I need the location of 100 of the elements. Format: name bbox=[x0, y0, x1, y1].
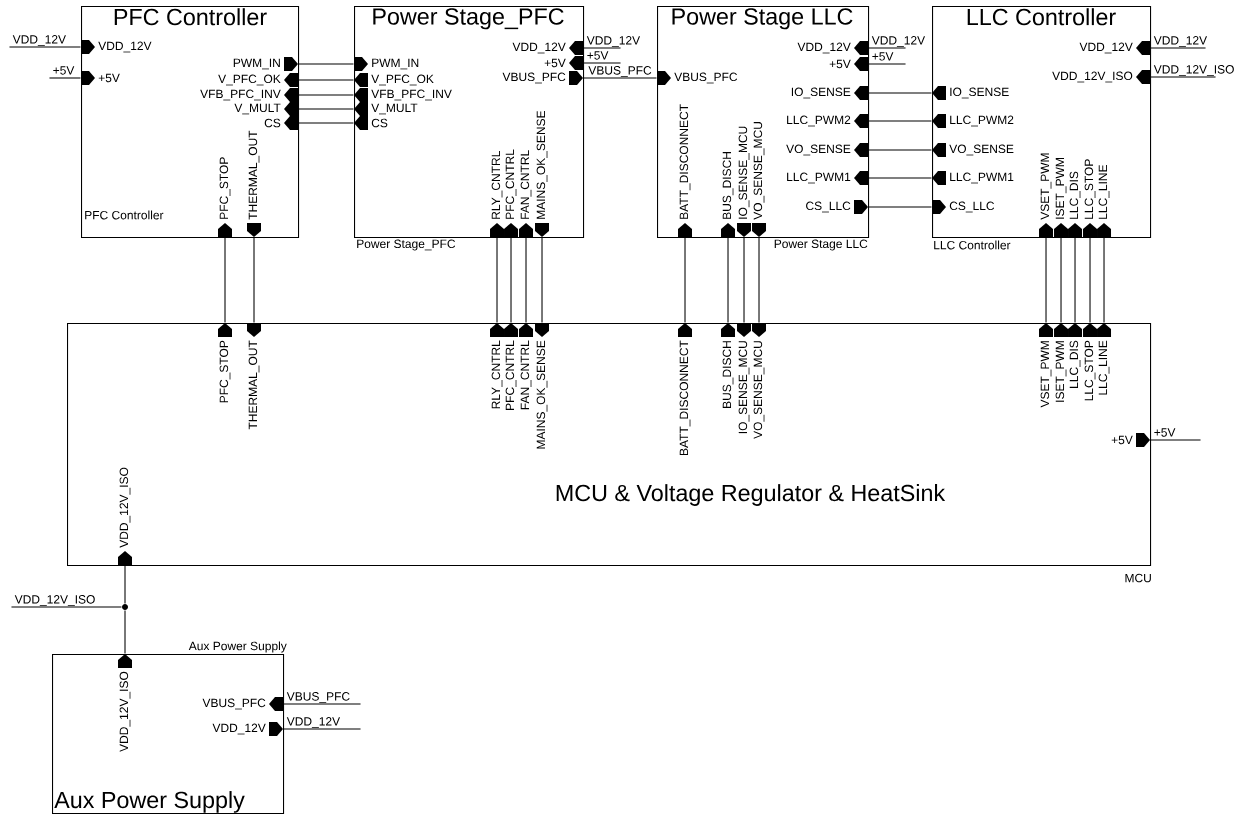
wire bbox=[10, 606, 122, 608]
node-label: CS bbox=[264, 118, 281, 128]
node-label: VFB_PFC_INV bbox=[200, 89, 281, 101]
wire bbox=[868, 206, 932, 208]
node-label: FAN_CNTRL bbox=[520, 150, 532, 219]
node-label: IO_SENSE bbox=[950, 87, 1009, 99]
port: +5V bbox=[1111, 433, 1150, 447]
net-label: VDD_12V bbox=[12, 35, 66, 46]
node-label: IO_SENSE_MCU bbox=[738, 341, 750, 434]
port: LLC_STOP bbox=[1083, 323, 1097, 401]
wire bbox=[583, 62, 622, 64]
wire bbox=[1089, 237, 1091, 323]
node-label: THERMAL_OUT bbox=[248, 130, 260, 220]
wire bbox=[253, 237, 255, 323]
wire bbox=[525, 237, 527, 323]
port: PFC_CNTRL bbox=[504, 323, 518, 410]
wire bbox=[298, 122, 354, 124]
net-label: VDD_12V_ISO bbox=[14, 595, 95, 606]
port: VFB_PFC_INV bbox=[200, 88, 298, 102]
node-label: V_MULT bbox=[234, 103, 281, 115]
node-label: RLY_CNTRL bbox=[491, 151, 503, 219]
port: +5V bbox=[81, 71, 120, 85]
port: IO_SENSE bbox=[932, 86, 1009, 100]
port: LLC_STOP bbox=[1083, 159, 1097, 237]
node-label: VO_SENSE bbox=[949, 144, 1014, 156]
port: PFC_STOP bbox=[218, 157, 232, 237]
wire bbox=[868, 120, 932, 122]
node-label: FAN_CNTRL bbox=[520, 340, 532, 410]
wire bbox=[124, 565, 126, 604]
node-label: VSET_PWM bbox=[1040, 341, 1052, 408]
node-label: VDD_12V bbox=[212, 723, 266, 735]
port: VO_SENSE_MCU bbox=[752, 122, 766, 237]
wire bbox=[1150, 76, 1217, 78]
wire bbox=[727, 237, 729, 323]
wire bbox=[1060, 237, 1062, 323]
node-label: VFB_PFC_INV bbox=[371, 89, 452, 101]
wire bbox=[48, 77, 81, 79]
port: RLY_CNTRL bbox=[490, 151, 504, 237]
port: PFC_CNTRL bbox=[504, 149, 518, 237]
wire bbox=[124, 610, 126, 654]
port: FAN_CNTRL bbox=[519, 150, 533, 237]
node-label: LLC_DIS bbox=[1069, 171, 1081, 219]
node-label: LLC_PWM1 bbox=[787, 172, 851, 184]
port: LLC_DIS bbox=[1068, 171, 1082, 237]
node-label: PFC_CNTRL bbox=[505, 149, 517, 219]
node-label: Aux Power Supply bbox=[188, 641, 287, 653]
wire bbox=[743, 237, 745, 323]
wire bbox=[868, 149, 932, 151]
node-label: THERMAL_OUT bbox=[248, 340, 260, 430]
port: VFB_PFC_INV bbox=[354, 88, 452, 102]
port: VBUS_PFC bbox=[657, 71, 738, 85]
node-label: VDD_12V_ISO bbox=[1052, 71, 1133, 83]
port: VBUS_PFC bbox=[202, 697, 283, 711]
port: VDD_12V bbox=[212, 722, 283, 736]
port: LLC_PWM1 bbox=[787, 171, 868, 185]
net-label: VDD_12V bbox=[871, 36, 926, 47]
node-label: BATT_DISCONNECT bbox=[679, 340, 691, 456]
node-label: CS_LLC bbox=[806, 201, 851, 213]
port: V_MULT bbox=[234, 102, 298, 116]
port: VDD_12V bbox=[81, 40, 152, 54]
node-label: ISET_PWM bbox=[1055, 158, 1067, 219]
net-label: +5V bbox=[1154, 428, 1176, 437]
node-label: RLY_CNTRL bbox=[491, 340, 503, 409]
port: ISET_PWM bbox=[1054, 158, 1068, 237]
node-label: PWM_IN bbox=[233, 58, 280, 70]
port: IO_SENSE_MCU bbox=[737, 126, 751, 237]
port: VDD_12V bbox=[797, 41, 868, 55]
node-label: LLC_STOP bbox=[1084, 159, 1096, 219]
wire bbox=[8, 46, 81, 48]
node-label: BATT_DISCONNECT bbox=[679, 104, 691, 219]
port: BUS_DISCH bbox=[721, 152, 735, 237]
node-label: V_PFC_OK bbox=[218, 74, 281, 86]
port: LLC_LINE bbox=[1097, 164, 1111, 237]
wire bbox=[684, 237, 686, 323]
port: LLC_PWM2 bbox=[787, 114, 868, 128]
port: ISET_PWM bbox=[1054, 323, 1068, 402]
node-label: VDD_12V bbox=[797, 42, 851, 54]
node-label: LLC Controller bbox=[934, 240, 1011, 250]
net-label: +5V bbox=[872, 52, 894, 61]
node-label: +5V bbox=[1111, 435, 1133, 445]
port: VSET_PWM bbox=[1039, 153, 1053, 237]
node-label: VSET_PWM bbox=[1040, 153, 1052, 220]
net-label: +5V bbox=[53, 66, 75, 75]
wire bbox=[510, 237, 512, 323]
port: VO_SENSE bbox=[786, 143, 868, 157]
node-label: BUS_DISCH bbox=[722, 341, 734, 408]
port: VSET_PWM bbox=[1039, 323, 1053, 408]
wire bbox=[496, 237, 498, 323]
node-label: VDD_12V_ISO bbox=[119, 671, 131, 752]
net-label: VBUS_PFC bbox=[588, 66, 652, 77]
node-label: VDD_12V bbox=[98, 41, 152, 53]
port: PFC_STOP bbox=[218, 323, 232, 403]
port: V_PFC_OK bbox=[354, 73, 434, 87]
node-label: VDD_12V bbox=[1079, 42, 1133, 54]
node-label: LLC_PWM1 bbox=[950, 172, 1014, 184]
wire bbox=[758, 237, 760, 323]
node-label: +5V bbox=[544, 58, 566, 68]
wire bbox=[868, 47, 907, 49]
node-label: PWM_IN bbox=[372, 58, 419, 70]
node-label: VO_SENSE bbox=[786, 144, 851, 156]
